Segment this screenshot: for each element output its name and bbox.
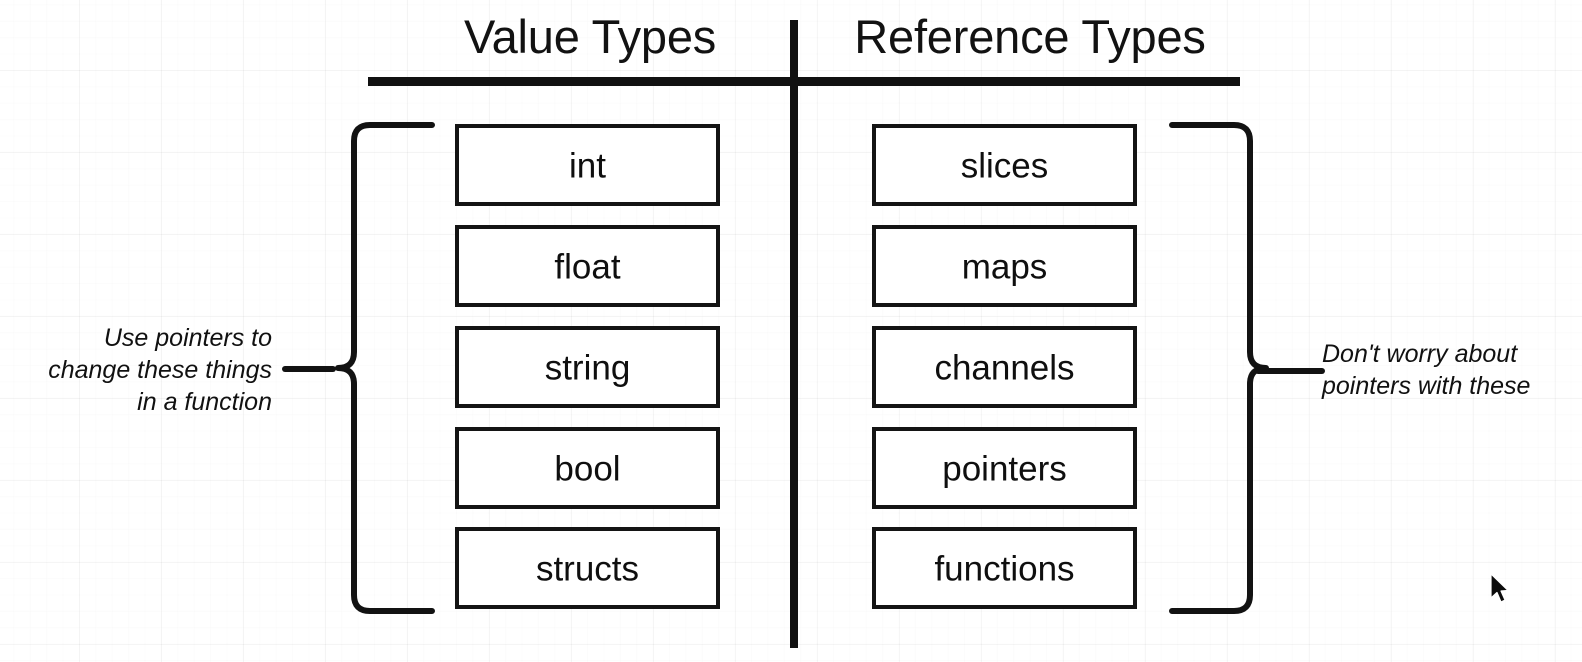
type-box[interactable]: channels: [872, 326, 1137, 408]
type-box[interactable]: structs: [455, 527, 720, 609]
header-horizontal-rule: [368, 77, 1240, 86]
type-box[interactable]: float: [455, 225, 720, 307]
column-title-value-types: Value Types: [463, 10, 717, 63]
column-title-reference-types: Reference Types: [854, 10, 1206, 63]
arrow-pointer-icon: [1490, 573, 1509, 603]
type-box[interactable]: bool: [455, 427, 720, 509]
left-annotation-text: Use pointers to change these things in a…: [0, 322, 272, 418]
type-box[interactable]: functions: [872, 527, 1137, 609]
type-box-label: string: [544, 348, 631, 388]
type-box-label: bool: [554, 449, 621, 489]
type-box[interactable]: pointers: [872, 427, 1137, 509]
type-box-label: channels: [934, 348, 1075, 388]
left-annotation-line-1: Use pointers to: [103, 324, 272, 352]
type-box-label: maps: [961, 247, 1048, 287]
right-annotation-line-2: pointers with these: [1322, 372, 1531, 400]
type-box-label: pointers: [942, 449, 1067, 489]
curly-brace-left-icon: [335, 122, 435, 614]
left-annotation-line-3: in a function: [137, 388, 272, 416]
type-box[interactable]: maps: [872, 225, 1137, 307]
left-annotation-connector: [282, 366, 336, 372]
type-box[interactable]: slices: [872, 124, 1137, 206]
type-box[interactable]: string: [455, 326, 720, 408]
type-box-label: functions: [934, 549, 1075, 589]
right-annotation-connector: [1255, 368, 1325, 374]
right-annotation-text: Don't worry about pointers with these: [1322, 338, 1574, 402]
left-annotation-line-2: change these things: [48, 356, 272, 384]
center-vertical-divider: [790, 20, 798, 648]
right-annotation-line-1: Don't worry about: [1322, 340, 1518, 368]
type-box[interactable]: int: [455, 124, 720, 206]
type-box-label: float: [554, 247, 621, 287]
type-box-label: slices: [960, 146, 1049, 186]
type-box-label: int: [569, 146, 606, 186]
type-box-label: structs: [535, 549, 640, 589]
